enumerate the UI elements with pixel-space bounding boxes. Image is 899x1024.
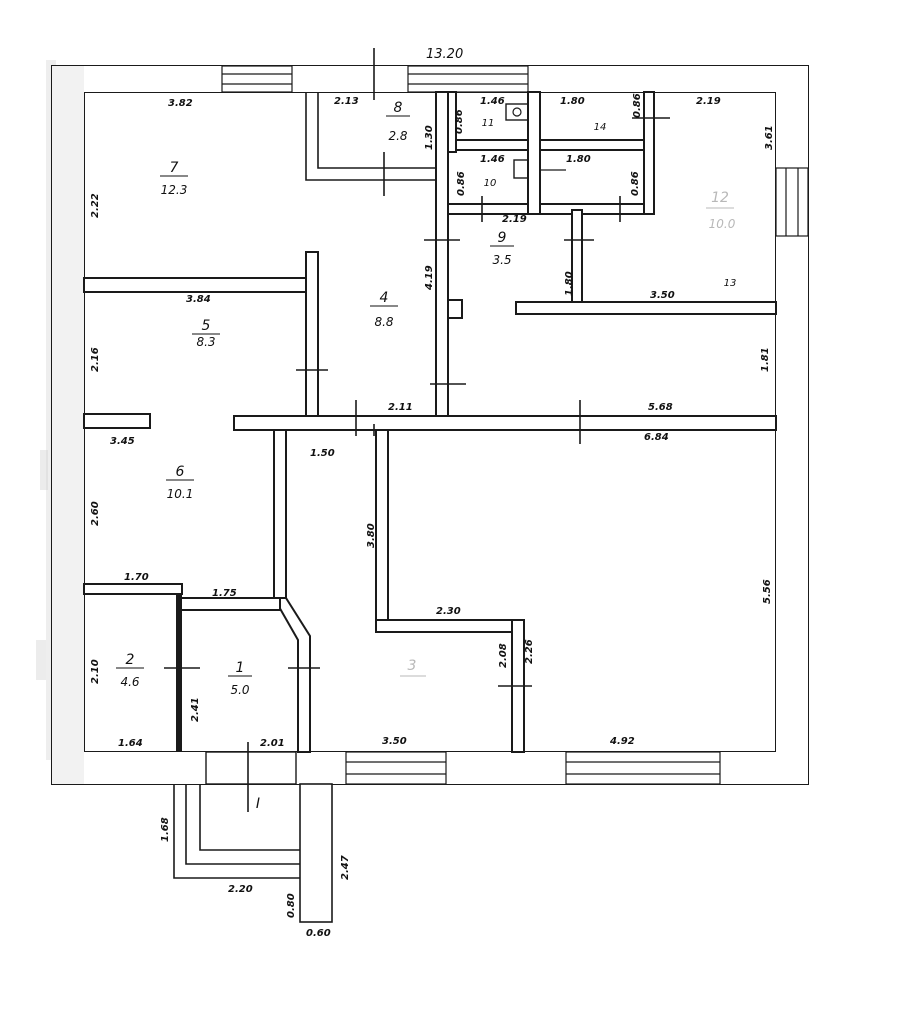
room-number: 11 <box>482 118 495 129</box>
bath-fixtures <box>505 103 566 179</box>
dimension-label: 0.86 <box>630 171 641 196</box>
window-right <box>775 167 809 237</box>
room-number: 8 <box>394 100 403 116</box>
dimension-label: 2.60 <box>90 501 101 526</box>
dimension-label: 1.68 <box>160 817 171 842</box>
room-area: 12.3 <box>161 183 188 197</box>
dimension-label: 1.46 <box>480 154 505 165</box>
dimension-label: 2.01 <box>260 738 285 749</box>
window-top-mid <box>407 65 529 93</box>
porch-steps <box>173 783 333 923</box>
dimension-label: 3.50 <box>650 290 675 301</box>
dimension-label: 3.82 <box>168 98 193 109</box>
room-area: 10.1 <box>167 487 194 501</box>
dimension-label: 2.20 <box>228 884 253 895</box>
room-area: 8.3 <box>196 335 215 349</box>
dimension-label: 2.19 <box>502 214 527 225</box>
room-area: 3.5 <box>492 253 511 267</box>
dimension-label: 2.47 <box>340 855 351 880</box>
dimension-label: 2.26 <box>524 639 535 664</box>
room-number: 7 <box>170 160 179 176</box>
room-number: 10 <box>484 178 497 189</box>
interior-walls <box>83 91 777 753</box>
window-top-left <box>221 65 293 93</box>
dimension-label: 2.19 <box>696 96 721 107</box>
dimension-label: 0.86 <box>456 171 467 196</box>
dimension-label: 3.45 <box>110 436 135 447</box>
dimension-label: 2.30 <box>436 606 461 617</box>
room-area: 8.8 <box>374 315 393 329</box>
dimension-label: 1.64 <box>118 738 143 749</box>
dimension-label: 2.08 <box>498 643 509 668</box>
dimension-label: 2.11 <box>388 402 413 413</box>
dimension-label: 1.80 <box>560 96 585 107</box>
dimension-label: 0.60 <box>306 928 331 939</box>
dimension-label: 1.80 <box>566 154 591 165</box>
dimension-label: 1.50 <box>310 448 335 459</box>
dimension-label: 1.46 <box>480 96 505 107</box>
dimension-label: 0.80 <box>286 893 297 918</box>
window-bottom-mid <box>345 751 447 785</box>
room-number: 13 <box>724 278 737 289</box>
dimension-label: 3.50 <box>382 736 407 747</box>
room-area: 4.6 <box>120 675 139 689</box>
room-number: 12 <box>711 190 729 206</box>
dimension-label: 6.84 <box>644 432 669 443</box>
dimension-label: 1.81 <box>760 347 771 372</box>
dimension-label: 3.84 <box>186 294 211 305</box>
room-area: 10.0 <box>709 217 736 231</box>
room-number: 4 <box>380 290 389 306</box>
dimension-label: 5.56 <box>762 579 773 604</box>
room-number: 14 <box>594 122 607 133</box>
dimension-label: 0.86 <box>454 109 465 134</box>
dimension-label: 1.80 <box>564 271 575 296</box>
dimension-labels: 3.82 2.13 1.30 0.86 1.46 1.80 0.86 2.19 … <box>90 93 775 939</box>
room-number: 9 <box>498 230 507 246</box>
room-number: 1 <box>236 660 245 676</box>
entrance-door <box>205 742 297 812</box>
dimension-label: 1.30 <box>424 125 435 150</box>
entrance-label: I <box>256 796 260 812</box>
door-marks <box>164 48 670 687</box>
window-bottom-right <box>565 751 721 785</box>
room-area: 2.8 <box>388 129 407 143</box>
dimension-label: 3.80 <box>366 523 377 548</box>
dimension-label: 4.19 <box>424 265 435 291</box>
dimension-label: 3.61 <box>764 125 775 150</box>
dimension-label: 4.92 <box>609 736 635 747</box>
dimension-label: 2.22 <box>90 193 101 218</box>
dimension-label: 2.41 <box>190 697 201 722</box>
dimension-label: 2.13 <box>334 96 359 107</box>
room-labels: 7 12.3 8 2.8 11 10 14 9 3.5 12 10.0 13 4… <box>116 100 736 812</box>
room-number: 6 <box>176 464 185 480</box>
dimension-label: 0.86 <box>632 93 643 118</box>
dimension-label: 2.10 <box>90 659 101 684</box>
overall-width-label: 13.20 <box>426 47 463 62</box>
dimension-label: 1.75 <box>212 588 237 599</box>
room-area: 5.0 <box>230 683 249 697</box>
dimension-label: 2.16 <box>90 347 101 372</box>
room-number: 2 <box>126 652 135 668</box>
dimension-label: 1.70 <box>124 572 149 583</box>
room-number: 5 <box>202 318 211 334</box>
room-number: 3 <box>408 658 417 674</box>
dimension-label: 5.68 <box>648 402 673 413</box>
